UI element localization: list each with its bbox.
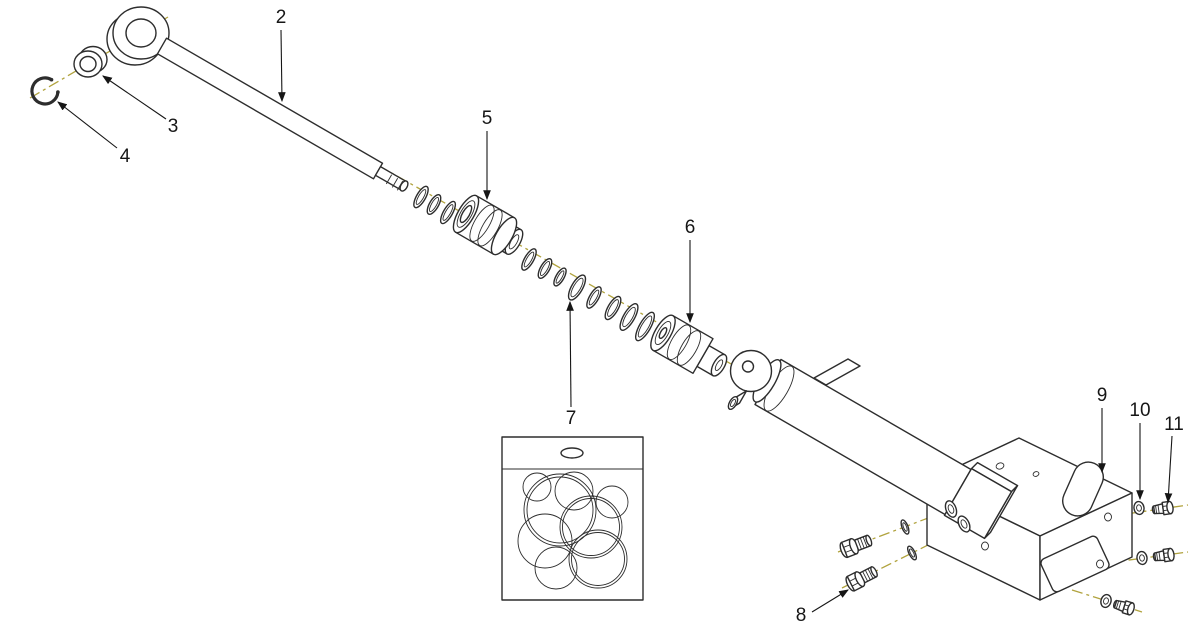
callout-4-label: 4	[120, 146, 131, 167]
block-port-2	[957, 515, 971, 533]
callout-2-label: 2	[276, 7, 287, 28]
callout-10: 10	[1129, 400, 1151, 501]
port-boss	[813, 358, 861, 386]
callout-9: 9	[1097, 385, 1108, 474]
seal-kit-bag	[501, 436, 644, 601]
bag-hang-hole	[560, 447, 584, 459]
callout-8-label: 8	[796, 605, 807, 624]
callout-10-label: 10	[1129, 400, 1150, 421]
callout-3-label: 3	[168, 116, 179, 137]
hex-fitting-1	[839, 534, 873, 559]
callout-7-label: 7	[566, 408, 577, 429]
piston-rod	[156, 37, 409, 192]
callout-9-label: 9	[1097, 385, 1108, 406]
callout-6-label: 6	[685, 217, 696, 238]
callouts: 2 3 4 5 6 7 8 9	[57, 7, 1184, 624]
rod-seal-rings	[413, 185, 457, 225]
washer-2	[1136, 550, 1148, 566]
bushing	[73, 45, 108, 78]
fitting-o-ring-2	[906, 545, 918, 561]
snap-ring	[30, 76, 60, 106]
fitting-o-ring-1	[900, 519, 910, 535]
bolt-1	[1151, 500, 1174, 516]
port-fittings	[839, 519, 918, 592]
block-port-1	[944, 500, 958, 518]
bolt-3	[1112, 599, 1135, 616]
gland-seal-rings	[521, 248, 602, 309]
callout-11-label: 11	[1164, 414, 1184, 435]
washers	[1100, 500, 1148, 609]
rod-eye	[106, 6, 170, 66]
callout-6: 6	[685, 217, 696, 324]
callout-5: 5	[482, 108, 493, 201]
bolt-2	[1152, 547, 1175, 563]
cylinder-barrel	[754, 358, 1019, 540]
callout-11: 11	[1164, 414, 1184, 504]
washer-3	[1100, 593, 1112, 609]
callout-7: 7	[566, 300, 577, 429]
barrel-cap	[727, 349, 782, 411]
callout-2: 2	[276, 7, 287, 103]
callout-5-label: 5	[482, 108, 493, 129]
callout-8: 8	[796, 589, 849, 624]
gland-assembly	[452, 194, 524, 256]
callout-3: 3	[102, 75, 179, 137]
piston-seal-rings	[604, 295, 656, 342]
hex-fitting-2	[845, 566, 878, 592]
bolts	[1112, 500, 1175, 616]
callout-4: 4	[57, 101, 131, 167]
washer-1	[1133, 500, 1145, 516]
piston	[650, 314, 728, 377]
